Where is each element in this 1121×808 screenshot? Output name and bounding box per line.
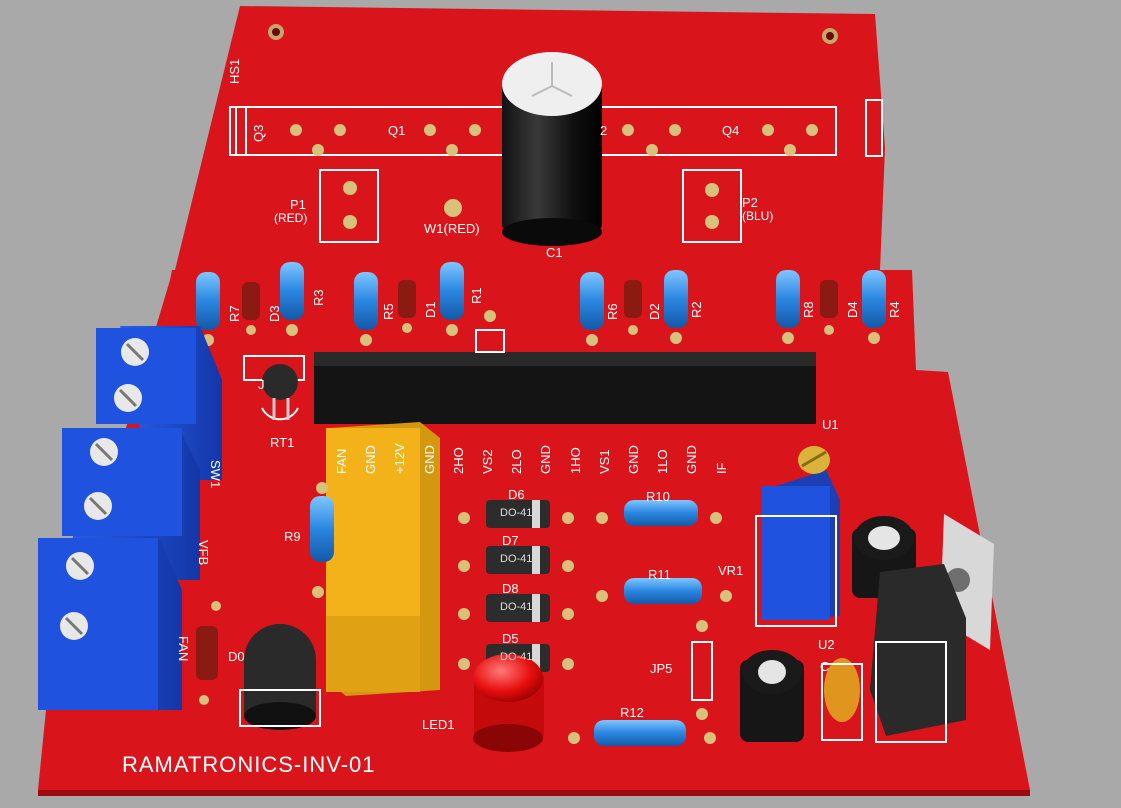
header-pin-label: GND bbox=[626, 445, 641, 474]
diode-d0 bbox=[196, 601, 221, 705]
header-pin-label: GND bbox=[684, 445, 700, 474]
label-r5: R5 bbox=[381, 303, 396, 320]
terminal-blocks bbox=[38, 326, 222, 710]
regulator-u2 bbox=[870, 514, 994, 743]
label-d7: D7 bbox=[502, 533, 519, 548]
label-sw1: SW1 bbox=[208, 460, 223, 489]
label-j: J bbox=[258, 377, 265, 392]
header-pin-label: IF bbox=[713, 462, 729, 474]
led-led1 bbox=[473, 654, 544, 752]
label-d2: D2 bbox=[647, 303, 662, 320]
header-pin-label: 2HO bbox=[450, 447, 466, 474]
label-d8-pkg: DO-41 bbox=[500, 601, 533, 613]
thermistor-rt1 bbox=[261, 364, 299, 421]
header-pin-label: +12V bbox=[392, 443, 408, 474]
label-r7: R7 bbox=[227, 305, 242, 322]
transistor-bottom bbox=[239, 624, 321, 730]
label-u1: U1 bbox=[822, 417, 839, 432]
label-d1: D1 bbox=[423, 301, 438, 318]
label-p2-sub: (BLU) bbox=[742, 209, 774, 223]
label-d8: D8 bbox=[502, 581, 519, 596]
relay bbox=[326, 422, 440, 696]
label-r10: R10 bbox=[646, 489, 670, 504]
label-hs1: HS1 bbox=[227, 58, 242, 84]
header-pin-label: GND bbox=[421, 445, 437, 474]
header-u1 bbox=[243, 329, 816, 424]
label-c: C bbox=[820, 659, 830, 674]
label-d6-pkg: DO-41 bbox=[500, 507, 533, 519]
label-p2: P2 bbox=[742, 195, 758, 210]
resistor-row-bottom bbox=[568, 500, 732, 746]
jumper-jp5 bbox=[691, 620, 713, 720]
top-resistor-row bbox=[196, 262, 886, 346]
label-u2: U2 bbox=[818, 637, 835, 652]
capacitor-c1 bbox=[502, 52, 602, 246]
label-w1: W1(RED) bbox=[424, 221, 480, 236]
label-d0: D0 bbox=[228, 649, 245, 664]
label-r2: R2 bbox=[689, 301, 704, 318]
label-jp5: JP5 bbox=[650, 661, 673, 676]
header-pin-label: 1HO bbox=[567, 447, 583, 474]
label-fan: FAN bbox=[176, 636, 191, 662]
header-pin-label: 2LO bbox=[509, 449, 525, 474]
label-p1-sub: (RED) bbox=[274, 211, 308, 225]
header-pin-label: VS1 bbox=[596, 449, 612, 474]
capacitors-right bbox=[740, 516, 916, 742]
transistor-pads bbox=[290, 124, 818, 229]
mounting-holes bbox=[268, 24, 838, 44]
label-q4: Q4 bbox=[722, 123, 740, 138]
label-d6: D6 bbox=[508, 487, 525, 502]
label-d4: D4 bbox=[845, 301, 860, 318]
label-r1: R1 bbox=[469, 287, 484, 304]
label-led1: LED1 bbox=[422, 717, 455, 732]
header-pin-label: GND bbox=[538, 445, 554, 474]
label-q3: Q3 bbox=[251, 124, 266, 142]
label-r12: R12 bbox=[620, 705, 644, 720]
label-vfb: VFB bbox=[196, 540, 211, 566]
label-r8: R8 bbox=[801, 301, 816, 318]
label-r6: R6 bbox=[605, 303, 620, 320]
potentiometer-vr1 bbox=[755, 446, 840, 627]
ceramic-capacitor bbox=[821, 658, 863, 741]
label-r11: R11 bbox=[648, 567, 671, 582]
label-vr1: VR1 bbox=[718, 563, 744, 578]
label-r9: R9 bbox=[284, 529, 301, 544]
label-rt1: RT1 bbox=[270, 435, 295, 450]
label-c1: C1 bbox=[546, 245, 563, 260]
header-pin-label: 1LO bbox=[655, 449, 671, 474]
board-name: RAMATRONICS-INV-01 bbox=[122, 752, 376, 777]
label-p1: P1 bbox=[290, 197, 306, 212]
label-q1: Q1 bbox=[388, 123, 406, 138]
header-pin-label: GND bbox=[363, 445, 379, 474]
header-pin-label: FAN bbox=[334, 448, 349, 474]
label-d5: D5 bbox=[502, 631, 519, 646]
label-r4: R4 bbox=[887, 301, 902, 318]
label-d7-pkg: DO-41 bbox=[500, 553, 533, 565]
label-d5-pkg: DO-41 bbox=[500, 651, 533, 663]
header-pin-label: VS2 bbox=[480, 449, 495, 474]
label-d3: D3 bbox=[267, 305, 282, 322]
label-r3: R3 bbox=[311, 289, 326, 306]
label-q2: 2 bbox=[600, 123, 608, 138]
resistor-r9 bbox=[310, 482, 334, 598]
